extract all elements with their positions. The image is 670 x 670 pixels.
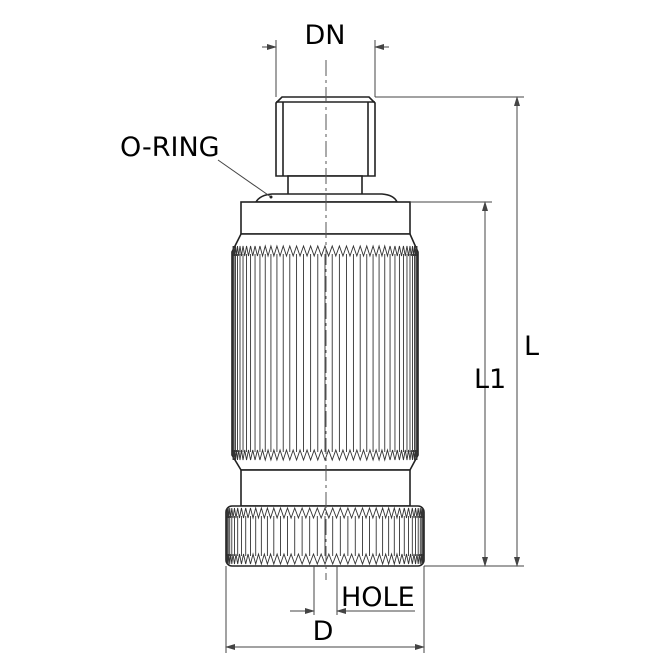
d-label: D <box>313 616 334 647</box>
knurl-edge <box>232 448 418 462</box>
knurl-edge <box>232 244 418 258</box>
d-dimension: D <box>225 566 425 653</box>
fitting-body <box>225 60 425 580</box>
o-ring-label: O-RING <box>120 132 220 163</box>
l1-dimension: L1 <box>410 201 506 567</box>
knurl-pattern <box>232 244 418 462</box>
knurl-edge <box>226 506 424 520</box>
l-label: L <box>524 331 539 362</box>
knurl-edge <box>226 552 424 566</box>
knurl-pattern <box>226 506 424 566</box>
l-dimension: L <box>375 96 539 567</box>
o-ring-callout: O-RING <box>120 132 273 199</box>
dn-label: DN <box>305 20 346 51</box>
l1-label: L1 <box>474 364 506 395</box>
dn-dimension: DN <box>262 20 389 97</box>
hole-label: HOLE <box>341 582 415 613</box>
hole-dimension: HOLE <box>290 566 415 615</box>
